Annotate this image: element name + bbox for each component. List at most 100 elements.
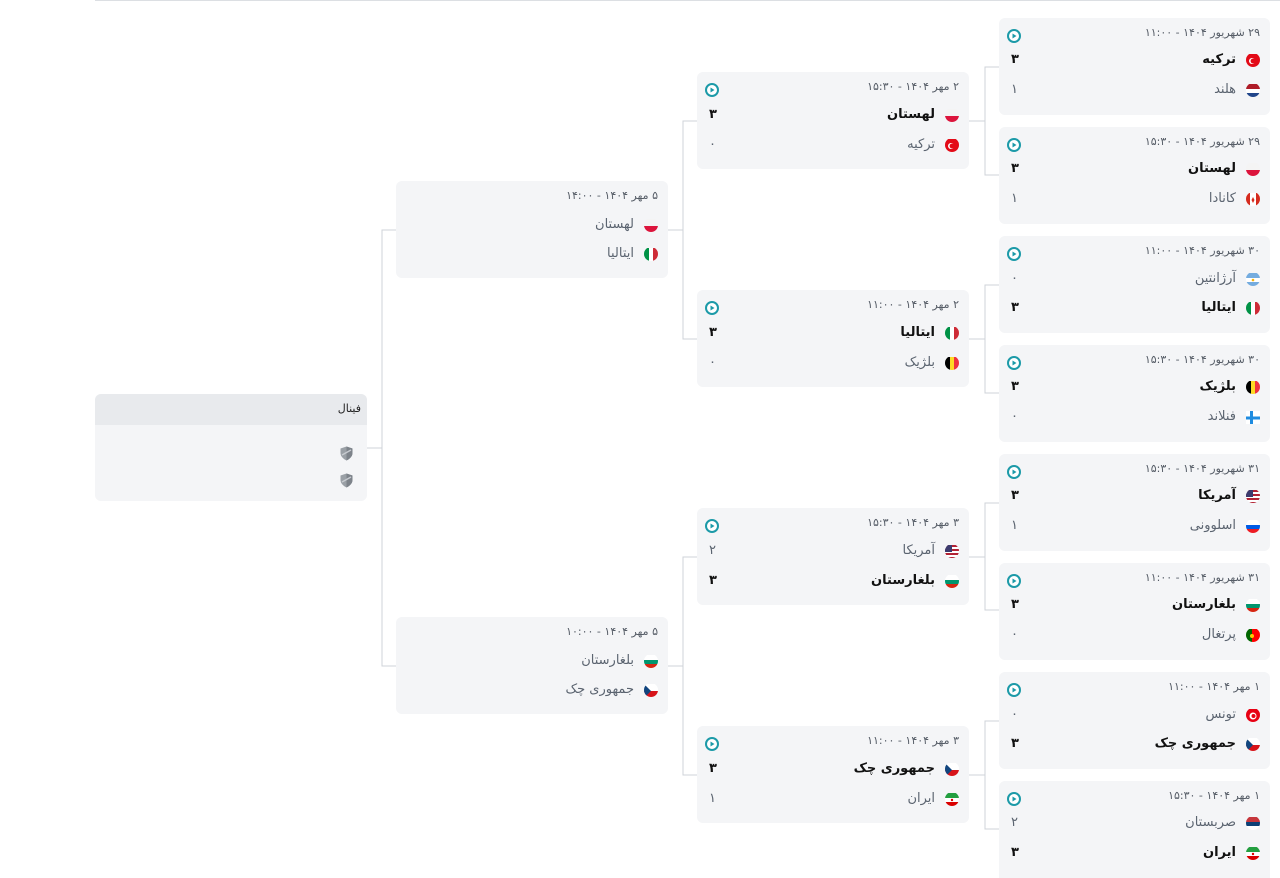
play-icon[interactable] (1007, 683, 1021, 697)
team-row: بلژیک ۳ (999, 378, 1260, 398)
match-date: ۲ مهر ۱۴۰۴ - ۱۵:۳۰ (867, 80, 959, 93)
team-row: فنلاند ۰ (999, 408, 1260, 428)
match-date: ۳ مهر ۱۴۰۴ - ۱۵:۳۰ (867, 516, 959, 529)
team-score: ۲ (1011, 815, 1018, 830)
match-date: ۳ مهر ۱۴۰۴ - ۱۱:۰۰ (867, 734, 959, 747)
flag-bulgaria-icon (644, 654, 658, 668)
team-name: جمهوری چک (1154, 736, 1236, 751)
team-score: ۱ (1011, 518, 1018, 533)
round-of-16-card[interactable]: ۳۰ شهریور ۱۴۰۴ - ۱۱:۰۰ آرژانتین ۰ ایتالی… (999, 236, 1270, 333)
team-name: جمهوری چک (565, 682, 634, 697)
round-of-16-card[interactable]: ۱ مهر ۱۴۰۴ - ۱۱:۰۰ تونس ۰ جمهوری چک ۳ (999, 672, 1270, 769)
play-icon[interactable] (705, 737, 719, 751)
team-score: ۱ (1011, 82, 1018, 97)
play-icon[interactable] (705, 519, 719, 533)
match-date: ۳۱ شهریور ۱۴۰۴ - ۱۵:۳۰ (1144, 462, 1260, 475)
flag-czech-icon (945, 762, 959, 776)
match-date: ۱ مهر ۱۴۰۴ - ۱۱:۰۰ (1168, 680, 1260, 693)
team-name: بلژیک (1199, 379, 1236, 394)
team-row: لهستان (396, 216, 658, 236)
round-of-16-card[interactable]: ۲۹ شهریور ۱۴۰۴ - ۱۵:۳۰ لهستان ۳ کانادا ۱ (999, 127, 1270, 224)
team-row: ترکیه ۰ (697, 136, 959, 156)
team-score: ۳ (1011, 488, 1019, 503)
flag-poland-icon (644, 218, 658, 232)
team-score: ۳ (709, 761, 717, 776)
play-icon[interactable] (1007, 356, 1021, 370)
team-name: پرتغال (1201, 627, 1236, 642)
team-score: ۳ (709, 325, 717, 340)
team-score: ۳ (1011, 736, 1019, 751)
team-name: آمریکا (1198, 488, 1236, 503)
flag-serbia-icon (1246, 816, 1260, 830)
team-name: ایران (907, 791, 935, 806)
flag-iran-icon (1246, 846, 1260, 860)
play-icon[interactable] (705, 83, 719, 97)
team-score: ۳ (1011, 52, 1019, 67)
quarterfinal-card[interactable]: ۳ مهر ۱۴۰۴ - ۱۱:۰۰ جمهوری چک ۳ ایران ۱ (697, 726, 969, 823)
play-icon[interactable] (705, 301, 719, 315)
quarterfinal-card[interactable]: ۳ مهر ۱۴۰۴ - ۱۵:۳۰ آمریکا ۲ بلغارستان ۳ (697, 508, 969, 605)
team-name: ترکیه (1202, 52, 1236, 67)
team-score: ۱ (709, 791, 716, 806)
team-name: کانادا (1208, 191, 1236, 206)
team-score: ۱ (1011, 191, 1018, 206)
match-date: ۲۹ شهریور ۱۴۰۴ - ۱۱:۰۰ (1144, 26, 1260, 39)
quarterfinal-card[interactable]: ۲ مهر ۱۴۰۴ - ۱۱:۰۰ ایتالیا ۳ بلژیک ۰ (697, 290, 969, 387)
play-icon[interactable] (1007, 247, 1021, 261)
shield-icon (340, 446, 353, 461)
team-row: آمریکا ۳ (999, 487, 1260, 507)
team-name: بلژیک (904, 355, 935, 370)
team-row: کانادا ۱ (999, 190, 1260, 210)
semifinal-card[interactable]: ۵ مهر ۱۴۰۴ - ۱۰:۰۰ بلغارستان جمهوری چک (396, 617, 668, 714)
semifinal-card[interactable]: ۵ مهر ۱۴۰۴ - ۱۴:۰۰ لهستان ایتالیا (396, 181, 668, 278)
team-row: ایران ۳ (999, 844, 1260, 864)
round-of-16-card[interactable]: ۲۹ شهریور ۱۴۰۴ - ۱۱:۰۰ ترکیه ۳ هلند ۱ (999, 18, 1270, 115)
team-name: اسلوونی (1189, 518, 1236, 533)
flag-italy-icon (644, 247, 658, 261)
flag-belgium-icon (945, 356, 959, 370)
team-name: تونس (1205, 707, 1236, 722)
round-of-16-card[interactable]: ۳۱ شهریور ۱۴۰۴ - ۱۱:۰۰ بلغارستان ۳ پرتغا… (999, 563, 1270, 660)
flag-czech-icon (644, 683, 658, 697)
team-score: ۳ (1011, 379, 1019, 394)
flag-belgium-icon (1246, 380, 1260, 394)
team-name: لهستان (595, 217, 634, 232)
quarterfinal-card[interactable]: ۲ مهر ۱۴۰۴ - ۱۵:۳۰ لهستان ۳ ترکیه ۰ (697, 72, 969, 169)
flag-poland-icon (1246, 162, 1260, 176)
flag-tunisia-icon (1246, 708, 1260, 722)
match-date: ۲۹ شهریور ۱۴۰۴ - ۱۵:۳۰ (1144, 135, 1260, 148)
match-date: ۵ مهر ۱۴۰۴ - ۱۴:۰۰ (566, 189, 658, 202)
team-score: ۰ (709, 355, 716, 370)
flag-usa-icon (945, 544, 959, 558)
team-row: بلغارستان ۳ (697, 572, 959, 592)
match-date: ۳۰ شهریور ۱۴۰۴ - ۱۵:۳۰ (1144, 353, 1260, 366)
flag-argentina-icon (1246, 272, 1260, 286)
team-name: آمریکا (902, 543, 935, 558)
round-of-16-card[interactable]: ۱ مهر ۱۴۰۴ - ۱۵:۳۰ صربستان ۲ ایران ۳ (999, 781, 1270, 878)
team-score: ۰ (709, 137, 716, 152)
team-row: آمریکا ۲ (697, 542, 959, 562)
play-icon[interactable] (1007, 29, 1021, 43)
flag-iran-icon (945, 792, 959, 806)
final-title: فینال (337, 402, 361, 415)
flag-italy-icon (945, 326, 959, 340)
play-icon[interactable] (1007, 792, 1021, 806)
team-name: لهستان (1188, 161, 1236, 176)
team-name: بلغارستان (1172, 597, 1236, 612)
team-name: ایتالیا (1201, 300, 1236, 315)
flag-czech-icon (1246, 737, 1260, 751)
flag-turkey-icon (1246, 53, 1260, 67)
team-row: جمهوری چک (396, 681, 658, 701)
flag-italy-icon (1246, 301, 1260, 315)
play-icon[interactable] (1007, 574, 1021, 588)
final-card[interactable]: فینال (95, 394, 367, 501)
round-of-16-card[interactable]: ۳۱ شهریور ۱۴۰۴ - ۱۵:۳۰ آمریکا ۳ اسلوونی … (999, 454, 1270, 551)
flag-canada-icon (1246, 192, 1260, 206)
play-icon[interactable] (1007, 138, 1021, 152)
play-icon[interactable] (1007, 465, 1021, 479)
team-name: ایران (1203, 845, 1236, 860)
team-score: ۳ (1011, 597, 1019, 612)
round-of-16-card[interactable]: ۳۰ شهریور ۱۴۰۴ - ۱۵:۳۰ بلژیک ۳ فنلاند ۰ (999, 345, 1270, 442)
match-date: ۳۱ شهریور ۱۴۰۴ - ۱۱:۰۰ (1144, 571, 1260, 584)
team-score: ۲ (709, 543, 716, 558)
